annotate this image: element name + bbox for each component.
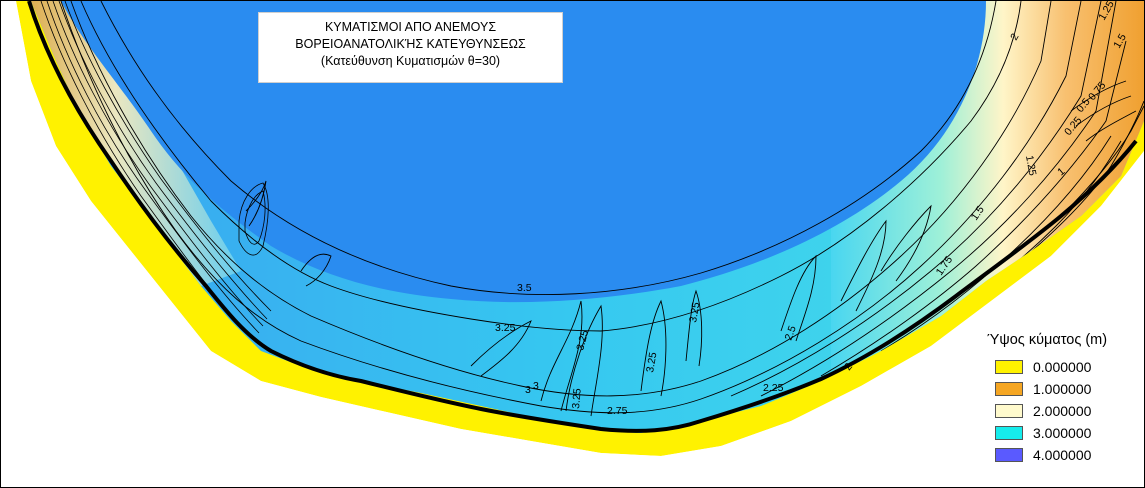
contour-inlet-9 — [300, 253, 332, 287]
contour-label: 3 — [533, 380, 539, 392]
contour-inlet-7 — [880, 204, 932, 282]
map-title-line-1: ΚΥΜΑΤΙΣΜΟΙ ΑΠΟ ΑΝΕΜΟΥΣ — [324, 20, 497, 34]
contour-inlet-4 — [685, 289, 703, 367]
contour-inlet-10 — [245, 180, 267, 227]
contour-label: 3.25 — [574, 329, 591, 352]
legend-swatch — [995, 360, 1023, 374]
wave-height-legend: Ύψος κύματος (m) 0.000000 1.000000 2.000… — [987, 332, 1144, 466]
legend-item: 4.000000 — [987, 444, 1144, 466]
legend-item: 2.000000 — [987, 400, 1144, 422]
contour-3-5 — [100, 1, 997, 295]
contour-inlet-3 — [640, 299, 667, 397]
contour-label: 2.25 — [763, 382, 784, 394]
west-shore-3 — [52, 1, 264, 327]
legend-label: 1.000000 — [1033, 381, 1092, 397]
headland-2 — [244, 190, 266, 245]
contour-label: 3 — [525, 384, 531, 396]
legend-label: 0.000000 — [1033, 359, 1092, 375]
coastline — [27, 1, 1138, 433]
legend-swatch — [995, 382, 1023, 396]
west-shore-5 — [64, 1, 272, 312]
legend-swatch — [995, 448, 1023, 462]
map-title-line-3: (Κατεύθυνση Κυματισμών θ=30) — [320, 54, 501, 68]
contour-label: 1.25 — [1023, 154, 1038, 176]
contour-label: 2.5 — [783, 324, 799, 342]
headland-1 — [238, 182, 269, 256]
contour-2 — [820, 40, 1127, 377]
legend-label: 2.000000 — [1033, 403, 1092, 419]
contour-inlet-8 — [470, 320, 532, 377]
contour-label: 3.25 — [495, 322, 516, 334]
contour-0-5 — [1075, 95, 1132, 127]
contour-2-75 — [60, 1, 1082, 414]
legend-label: 4.000000 — [1033, 447, 1092, 463]
contour-label: 3.25 — [687, 301, 702, 323]
legend-item: 3.000000 — [987, 422, 1144, 444]
contour-3 — [70, 1, 1052, 397]
legend-label: 3.000000 — [1033, 425, 1092, 441]
contour-inlet-2 — [565, 304, 603, 417]
map-title-line-2: ΒΟΡΕΙΟΑΝΑΤΟΛΙΚΉΣ ΚΑΤΕΥΘΥΝΣΕΩΣ — [295, 37, 526, 51]
contour-label: 3.25 — [570, 388, 584, 410]
contour-0-75 — [1070, 80, 1127, 112]
contour-2-5 — [730, 1, 1102, 397]
contour-inlet-5 — [780, 254, 817, 342]
west-shore-4 — [58, 1, 268, 320]
contour-0-25 — [1085, 110, 1137, 142]
contour-label: 3.5 — [517, 282, 532, 294]
contour-2-25 — [760, 1, 1117, 397]
legend-item: 0.000000 — [987, 356, 1144, 378]
map-title-box: ΚΥΜΑΤΙΣΜΟΙ ΑΠΟ ΑΝΕΜΟΥΣ ΒΟΡΕΙΟΑΝΑΤΟΛΙΚΉΣ … — [258, 12, 563, 83]
contour-label: 2 — [1008, 31, 1021, 42]
legend-swatch — [995, 426, 1023, 440]
contour-label: 2.75 — [607, 405, 628, 417]
legend-item: 1.000000 — [987, 378, 1144, 400]
contour-inlet-1 — [540, 300, 583, 412]
contour-inlet-6 — [840, 219, 887, 312]
west-shore-2 — [46, 1, 260, 334]
contour-3-25 — [80, 1, 1022, 332]
legend-title: Ύψος κύματος (m) — [987, 332, 1108, 348]
contour-label: 3.25 — [644, 351, 659, 373]
legend-swatch — [995, 404, 1023, 418]
